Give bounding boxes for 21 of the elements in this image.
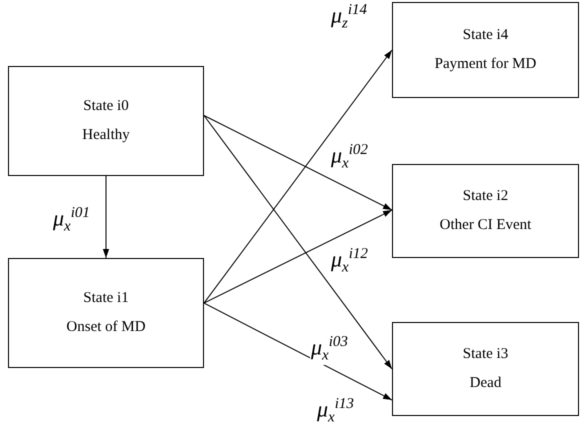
state-label: Onset of MD: [66, 319, 146, 336]
state-heading: State i1: [83, 290, 129, 307]
state-heading: State i3: [462, 346, 508, 363]
state-box: [8, 66, 204, 176]
state-label: Healthy: [82, 127, 130, 144]
arrow: [204, 210, 392, 304]
arrow: [204, 302, 392, 401]
state-box: [8, 258, 204, 368]
state-box: [392, 322, 579, 416]
state-label: Payment for MD: [434, 56, 536, 73]
state-box: [392, 164, 579, 258]
state-box: [392, 2, 579, 98]
state-heading: State i4: [462, 27, 508, 44]
arrow: [102, 176, 110, 258]
arrow: [204, 50, 392, 304]
arrow: [204, 115, 392, 370]
state-label: Dead: [470, 375, 502, 392]
state-heading: State i2: [462, 188, 508, 205]
arrow: [204, 115, 392, 211]
state-heading: State i0: [83, 98, 129, 115]
state-label: Other CI Event: [440, 217, 532, 234]
